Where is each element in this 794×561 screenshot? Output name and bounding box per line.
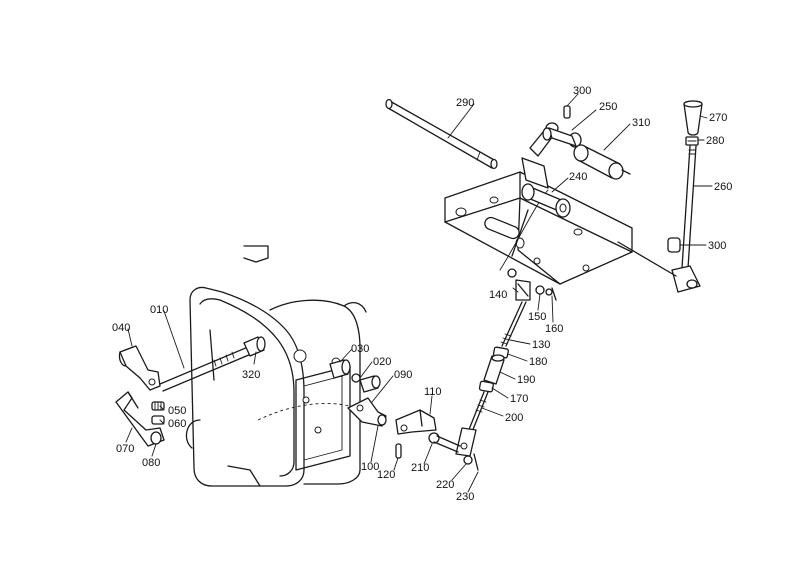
label-270: 270 — [709, 112, 727, 124]
pin-300-top — [563, 105, 571, 119]
label-240: 240 — [569, 171, 587, 183]
label-300-right: 300 — [708, 240, 726, 252]
pin-210-parts — [428, 432, 479, 471]
label-050: 050 — [168, 405, 186, 417]
arm-110 — [395, 409, 437, 435]
shaft-290 — [385, 98, 498, 170]
label-260: 260 — [714, 181, 732, 193]
rod-130 — [500, 301, 527, 347]
label-300-top: 300 — [573, 85, 591, 97]
label-230: 230 — [456, 491, 474, 503]
clevis-140-assembly — [507, 268, 557, 301]
label-020: 020 — [373, 356, 391, 368]
label-180: 180 — [529, 356, 547, 368]
sleeve-190 — [483, 354, 505, 385]
spring-pin-050-060 — [150, 401, 165, 445]
small-parts-020-030 — [329, 359, 381, 393]
label-250: 250 — [599, 101, 617, 113]
bracket-plate-assembly — [444, 171, 633, 285]
lever-070 — [115, 391, 165, 447]
label-080: 080 — [142, 457, 160, 469]
pin-120 — [395, 443, 402, 459]
label-160: 160 — [545, 323, 563, 335]
arm-090 — [347, 397, 387, 427]
nut-280 — [685, 136, 699, 146]
label-040: 040 — [112, 322, 130, 334]
label-140: 140 — [489, 289, 507, 301]
label-100: 100 — [361, 461, 379, 473]
label-200: 200 — [505, 412, 523, 424]
label-120: 120 — [377, 469, 395, 481]
arm-shaft-240 — [521, 157, 571, 218]
label-190: 190 — [517, 374, 535, 386]
label-210: 210 — [411, 462, 429, 474]
label-220: 220 — [436, 479, 454, 491]
label-110: 110 — [424, 386, 442, 398]
label-090: 090 — [394, 369, 412, 381]
label-150: 150 — [528, 311, 546, 323]
fork-040 — [118, 345, 161, 391]
arm-250 — [529, 122, 582, 157]
transmission-housing — [185, 245, 367, 487]
lever-260 — [617, 145, 701, 293]
shaft-010 — [159, 336, 266, 392]
label-130: 130 — [532, 339, 550, 351]
leader-lines — [125, 93, 713, 493]
roller-310 — [573, 144, 631, 180]
label-310: 310 — [632, 117, 650, 129]
label-010: 010 — [150, 304, 168, 316]
label-290: 290 — [456, 97, 474, 109]
label-320: 320 — [242, 369, 260, 381]
label-060: 060 — [168, 418, 186, 430]
knob-270 — [683, 100, 703, 136]
rod-200 — [455, 391, 489, 457]
label-280: 280 — [706, 135, 724, 147]
nut-170 — [478, 380, 494, 393]
label-070: 070 — [116, 443, 134, 455]
label-170: 170 — [510, 393, 528, 405]
label-030: 030 — [351, 343, 369, 355]
part-number-labels: 290 300 250 310 270 280 260 240 300 140 … — [112, 85, 732, 503]
pin-300-right — [667, 237, 681, 253]
